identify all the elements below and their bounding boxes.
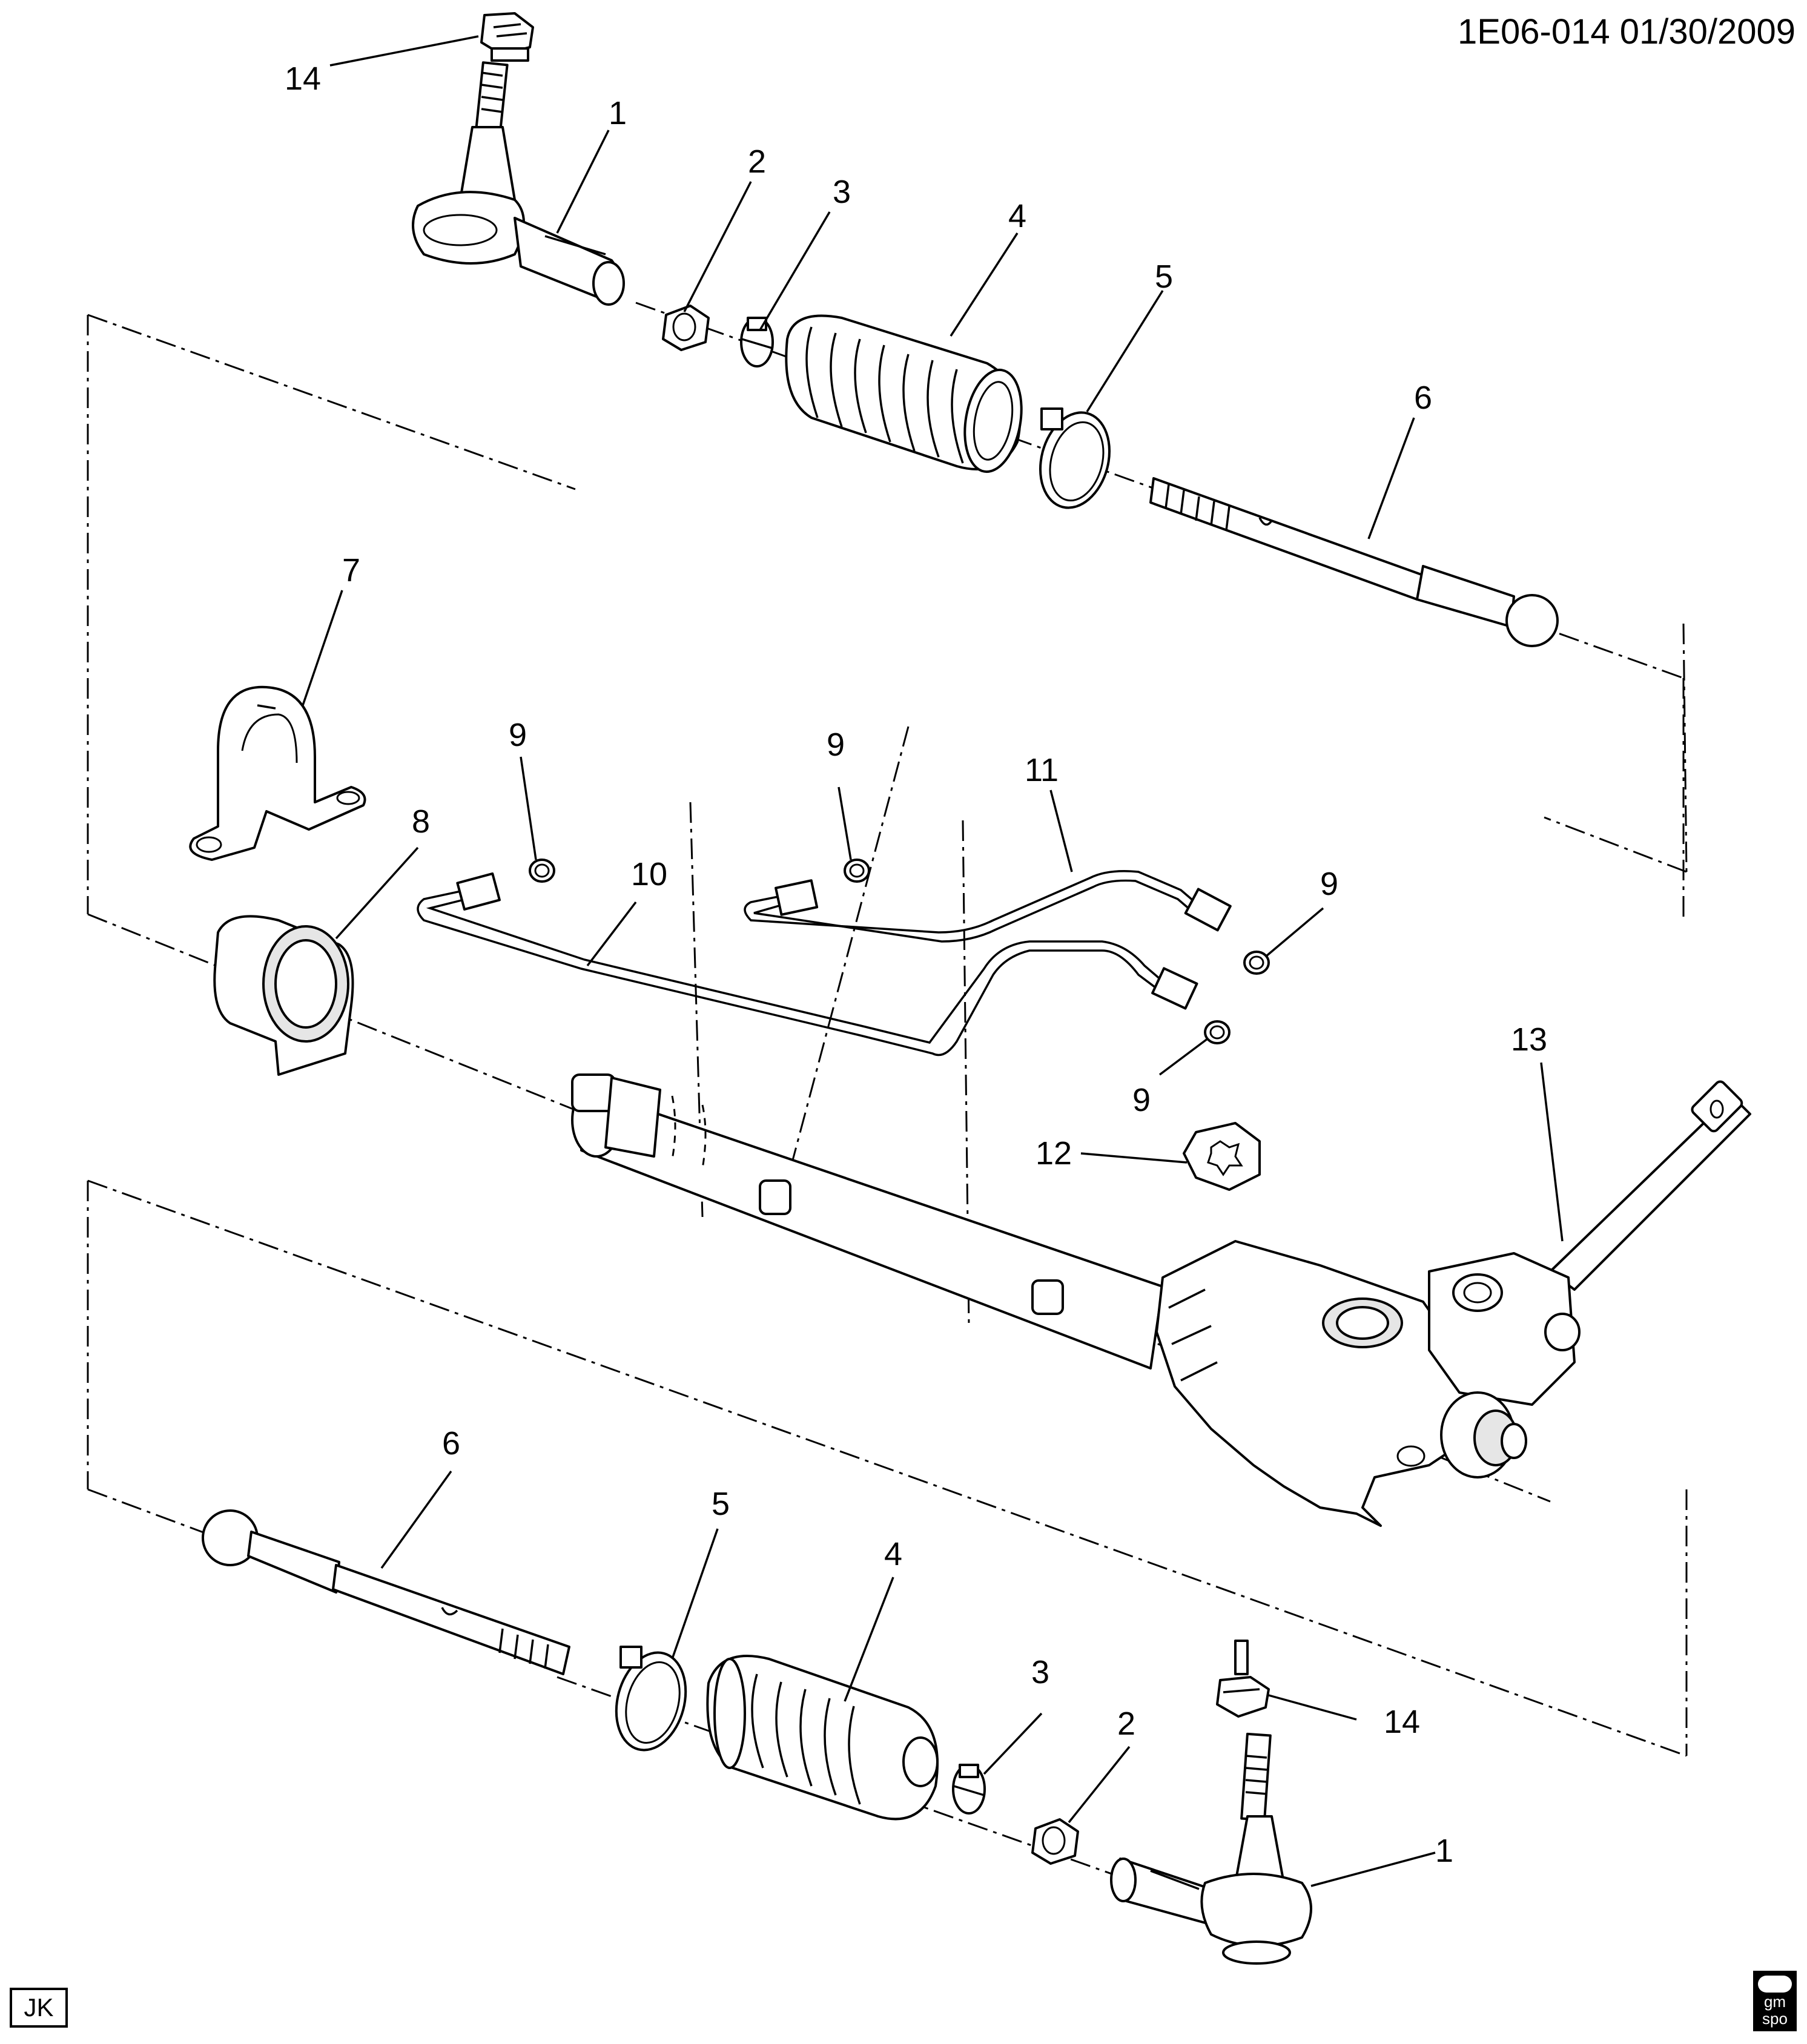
boot-4-bottom — [706, 1655, 939, 1821]
callout-12: 12 — [1036, 1135, 1072, 1172]
gm-spo-logo: gm spo — [1753, 1971, 1797, 2031]
callout-9-c: 9 — [1320, 866, 1338, 902]
callout-8: 8 — [412, 803, 430, 840]
callout-2-bottom: 2 — [1117, 1706, 1135, 1742]
code-box-jk: JK — [10, 1988, 68, 2028]
callout-10: 10 — [631, 856, 667, 892]
nut-14-bottom — [1216, 1640, 1270, 1718]
leader-lines — [302, 35, 1564, 1887]
code-jk-text: JK — [24, 1993, 53, 2022]
nut-14-top — [480, 12, 534, 62]
callout-13: 13 — [1511, 1021, 1547, 1058]
callout-4-bottom: 4 — [884, 1536, 902, 1572]
steering-gear-13 — [571, 1073, 1751, 1527]
clamp-5-top — [1039, 407, 1111, 509]
callout-5-top: 5 — [1155, 259, 1173, 295]
inner-tie-rod-6-bottom — [202, 1509, 570, 1675]
o-ring-9-d — [1204, 1020, 1231, 1044]
logo-spo-text: spo — [1762, 2009, 1788, 2028]
jam-nut-2-bottom — [1031, 1818, 1079, 1865]
callout-9-b: 9 — [827, 727, 845, 763]
inner-tie-rod-6-top — [1149, 477, 1559, 647]
callout-11: 11 — [1025, 752, 1059, 788]
callout-14-bottom: 14 — [1384, 1704, 1420, 1740]
callout-5-bottom: 5 — [712, 1486, 730, 1522]
insulator-8 — [213, 915, 354, 1076]
callout-2-top: 2 — [748, 143, 766, 180]
boot-4-top — [785, 314, 1023, 473]
mounting-bracket-7 — [189, 685, 366, 861]
jam-nut-2-top — [662, 305, 710, 351]
logo-gm-text: gm — [1764, 1993, 1786, 2011]
adjuster-cap-12 — [1183, 1122, 1261, 1191]
callout-1-top: 1 — [609, 95, 627, 131]
clamp-3-top — [740, 317, 774, 368]
callout-9-d: 9 — [1132, 1082, 1151, 1118]
o-ring-9-b — [844, 859, 870, 883]
clamp-3-bottom — [952, 1764, 986, 1815]
callout-3-bottom: 3 — [1031, 1654, 1049, 1690]
tie-rod-end-1-bottom — [1110, 1732, 1312, 1965]
callout-6-top: 6 — [1414, 380, 1432, 416]
tie-rod-end-1-top — [412, 61, 625, 306]
fluid-pipe-10 — [417, 872, 1198, 1057]
callout-6-bottom: 6 — [442, 1425, 460, 1462]
phantom-outline-lower — [87, 1179, 1688, 1757]
callout-labels: 14 1 2 3 4 5 6 7 8 9 9 9 9 10 11 12 13 6… — [285, 61, 1547, 1869]
callout-9-a: 9 — [509, 717, 527, 753]
callout-1-bottom: 1 — [1435, 1833, 1453, 1869]
callout-14-top: 14 — [285, 61, 321, 97]
o-ring-9-a — [529, 859, 555, 883]
callout-3-top: 3 — [833, 174, 851, 210]
callout-7: 7 — [342, 552, 360, 588]
o-ring-9-c — [1243, 951, 1270, 975]
clamp-5-bottom — [615, 1646, 687, 1752]
fluid-pipe-11 — [744, 870, 1232, 943]
callout-4-top: 4 — [1008, 198, 1026, 234]
diagram-code-date: 1E06-014 01/30/2009 — [1458, 12, 1795, 51]
phantom-axis-lines — [557, 302, 1685, 1878]
